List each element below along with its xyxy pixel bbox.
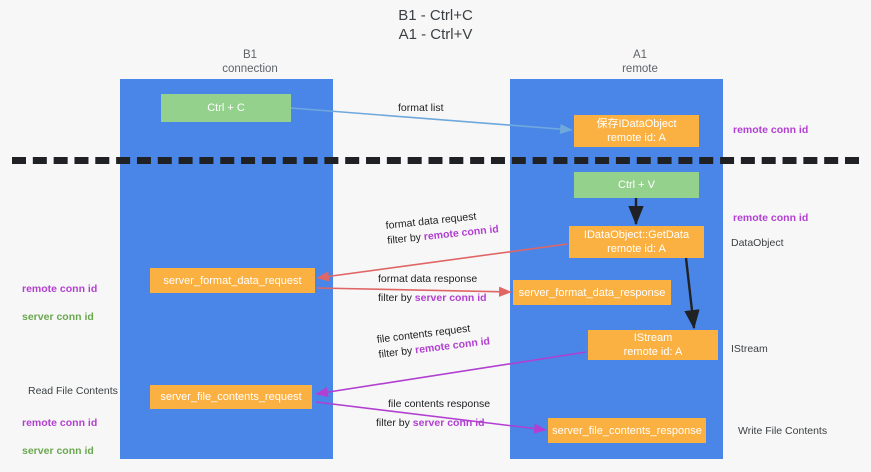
filter-prefix: filter by	[386, 231, 425, 247]
box-server-file-contents-request[interactable]: server_file_contents_request	[150, 385, 312, 409]
side-label-remote-conn-id-top: remote conn id	[733, 124, 809, 136]
box-idataobject[interactable]: 保存IDataObject remote id: A	[574, 115, 699, 147]
filter-key-server-conn-id: server conn id	[414, 292, 487, 304]
side-label-dataobject: DataObject	[731, 237, 784, 249]
box-istream[interactable]: IStream remote id: A	[588, 330, 718, 360]
column-header-a1: A1 remote	[622, 49, 658, 75]
filter-prefix: filter by	[376, 417, 413, 429]
filter-prefix: filter by	[378, 292, 415, 304]
side-label-read-file-contents: Read File Contents	[28, 385, 118, 397]
side-label-remote-conn-id-2: remote conn id	[22, 417, 98, 429]
box-idataobject-getdata[interactable]: IDataObject::GetData remote id: A	[569, 226, 704, 258]
label-file-contents-response-text: file contents response	[388, 398, 491, 410]
label-file-contents-response-filter: filter by server conn id	[376, 416, 490, 431]
side-label-remote-conn-id: remote conn id	[22, 283, 98, 295]
label-format-list: format list	[398, 101, 444, 116]
side-label-conn-ids-top: remote conn id server conn id	[22, 268, 97, 338]
filter-prefix: filter by	[377, 344, 416, 361]
box-server-format-data-request[interactable]: server_format_data_request	[150, 268, 315, 293]
side-label-istream: IStream	[731, 343, 768, 355]
label-format-data-response-filter: filter by server conn id	[378, 291, 487, 306]
phase-divider	[12, 157, 859, 164]
page-title: B1 - Ctrl+C A1 - Ctrl+V	[398, 7, 473, 43]
side-label-remote-conn-id-mid: remote conn id	[733, 212, 809, 224]
side-label-write-file-contents: Write File Contents	[738, 425, 828, 437]
label-file-contents-response: file contents response filter by server …	[376, 397, 491, 431]
side-label-server-conn-id-2: server conn id	[22, 445, 94, 457]
label-format-data-request: format data request filter by remote con…	[385, 207, 500, 249]
side-label-server-conn-id: server conn id	[22, 311, 94, 323]
box-server-format-data-response[interactable]: server_format_data_response	[513, 280, 671, 305]
label-format-data-response: format data response filter by server co…	[378, 272, 487, 306]
column-header-b1: B1 connection	[222, 49, 278, 75]
label-format-data-response-text: format data response	[378, 273, 478, 285]
filter-key-server-conn-id: server conn id	[412, 417, 485, 429]
box-server-file-contents-response[interactable]: server_file_contents_response	[548, 418, 706, 443]
box-ctrl-c[interactable]: Ctrl + C	[161, 94, 291, 122]
label-format-list-text: format list	[398, 102, 444, 114]
label-file-contents-request: file contents request filter by remote c…	[376, 319, 491, 362]
box-ctrl-v[interactable]: Ctrl + V	[574, 172, 699, 198]
side-label-conn-ids-bottom: remote conn id server conn id	[22, 402, 97, 472]
